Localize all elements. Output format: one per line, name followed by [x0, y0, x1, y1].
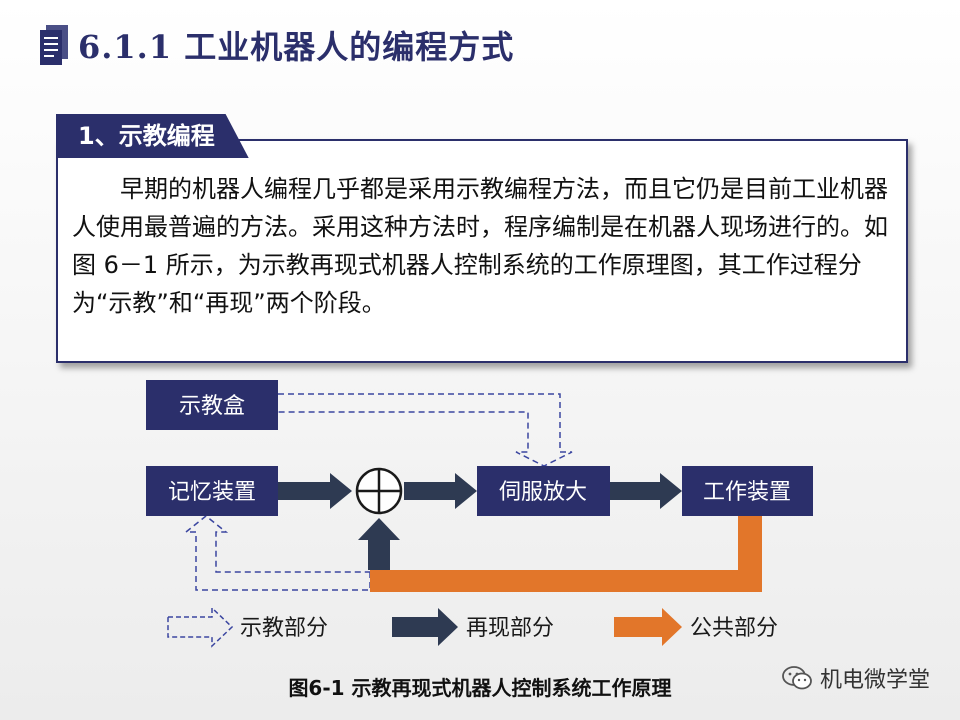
legend-teach: 示教部分 [167, 606, 328, 648]
replay-arrow-sum-to-servo [404, 473, 477, 509]
common-path-work-feedback [370, 516, 762, 592]
replay-arrow-feedback-up [358, 518, 400, 570]
box-memory: 记忆装置 [146, 466, 278, 516]
box-servo: 伺服放大 [477, 466, 610, 516]
legend-replay: 再现部分 [392, 608, 554, 646]
box-servo-label: 伺服放大 [499, 480, 587, 505]
box-teach-pendant-label: 示教盒 [179, 394, 245, 419]
section-tab: 1、示教编程 [56, 114, 249, 158]
watermark-text: 机电微学堂 [819, 668, 930, 693]
box-teach-pendant: 示教盒 [146, 380, 278, 430]
slide-title: 6.1.1 工业机器人的编程方式 [40, 22, 514, 68]
legend-common-label: 公共部分 [690, 616, 778, 641]
page-title: 6.1.1 工业机器人的编程方式 [78, 28, 515, 66]
watermark: 机电微学堂 [782, 662, 930, 694]
document-icon [40, 25, 68, 65]
section-box [56, 139, 908, 363]
legend-teach-label: 示教部分 [240, 616, 328, 641]
replay-arrow-servo-to-work [610, 473, 682, 509]
legend-replay-label: 再现部分 [466, 616, 554, 641]
section-paragraph: 早期的机器人编程几乎都是采用示教编程方法，而且它仍是目前工业机器人使用最普遍的方… [72, 170, 892, 322]
teach-path-pendant-to-servo [278, 393, 573, 467]
teach-path-feedback-to-memory [183, 515, 371, 591]
figure-caption: 图6-1 示教再现式机器人控制系统工作原理 [288, 676, 672, 700]
box-memory-label: 记忆装置 [168, 480, 256, 505]
summing-junction-icon [355, 467, 403, 515]
legend: 示教部分 再现部分 公共部分 [167, 606, 778, 648]
box-work-label: 工作装置 [703, 480, 791, 505]
replay-arrow-memory-to-sum [278, 473, 352, 509]
wechat-icon [782, 666, 812, 690]
box-work: 工作装置 [682, 466, 813, 516]
legend-common: 公共部分 [614, 608, 778, 646]
section-paragraph-text: 早期的机器人编程几乎都是采用示教编程方法，而且它仍是目前工业机器人使用最普遍的方… [72, 175, 888, 317]
